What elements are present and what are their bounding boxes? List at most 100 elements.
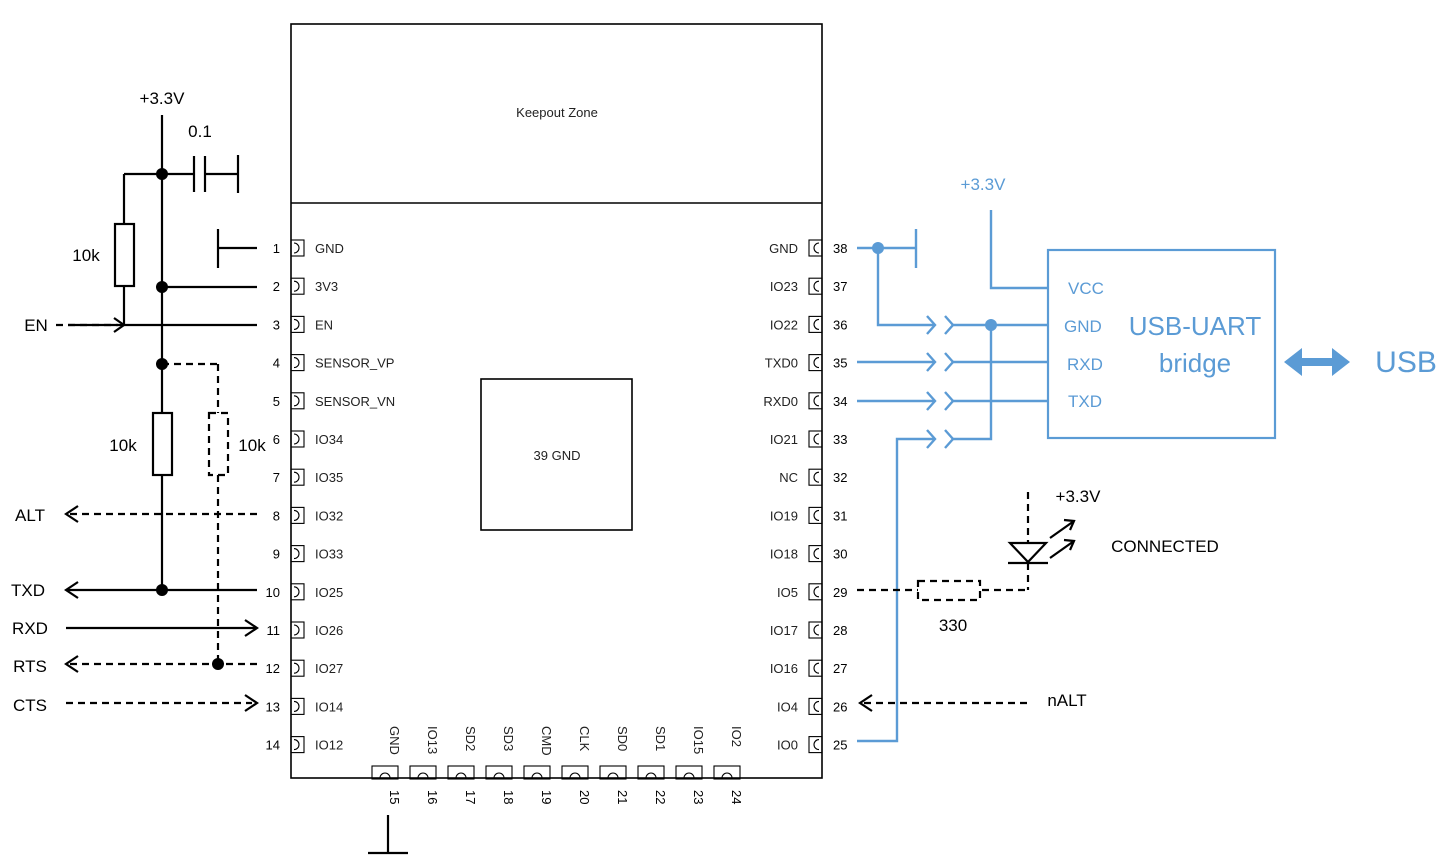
pin-pad-arc [683, 772, 695, 779]
en-signal-label: EN [24, 316, 48, 335]
pin-number: 29 [833, 585, 847, 600]
nalt-arrow [858, 694, 873, 712]
pin-pad-arc [813, 242, 820, 254]
junction-dot [156, 281, 168, 293]
io25-pullup-value: 10k [109, 436, 137, 455]
left-circuit: +3.3V 0.1 10k EN 10k 10k ALT [11, 89, 266, 715]
pin-pad [290, 430, 305, 448]
pin-number: 2 [273, 279, 280, 294]
pin-pad [290, 354, 305, 372]
pin-pad [808, 583, 823, 601]
pin-number: 8 [273, 508, 280, 523]
pin-name: SD3 [501, 726, 516, 751]
pin-pad-arc [293, 624, 300, 636]
bridge-box [1046, 248, 1277, 440]
pin-pad [808, 659, 823, 677]
pin-pad-arc [569, 772, 581, 779]
pin-pad [808, 468, 823, 486]
pin-pad-arc [293, 395, 300, 407]
pin-pad [808, 736, 823, 754]
pin-name: IO18 [770, 547, 798, 562]
bridge-title-line2: bridge [1159, 348, 1231, 378]
pin-pad [808, 506, 823, 524]
pin-pad [561, 765, 589, 780]
pin-name: EN [315, 317, 333, 332]
pin-pad [808, 621, 823, 639]
pin-pad [523, 765, 551, 780]
pin-pad-arc [293, 433, 300, 445]
txd-arrow [64, 581, 79, 599]
pin-name: GND [769, 241, 798, 256]
pin-pad-arc [721, 772, 733, 779]
led-ray-1 [1049, 520, 1075, 539]
pin-pad [290, 315, 305, 333]
pin-pad-arc [293, 280, 300, 292]
pin-pad [290, 239, 305, 257]
pin-pad-arc [813, 586, 820, 598]
pin-pad [485, 765, 513, 780]
led-resistor [916, 579, 982, 602]
pin-number: 7 [273, 470, 280, 485]
junction-dot [156, 168, 168, 180]
pin-name: SENSOR_VN [315, 394, 395, 409]
pin-pad [637, 765, 665, 780]
pin-pad-arc [493, 772, 505, 779]
pin-number: 1 [273, 241, 280, 256]
pin-pad [808, 277, 823, 295]
usb-arrow-head-left [1284, 348, 1302, 376]
junction-dot [156, 584, 168, 596]
pin-pad [808, 354, 823, 372]
pin-number: 25 [833, 738, 847, 753]
cts-signal-label: CTS [13, 696, 47, 715]
pin-pad-arc [813, 280, 820, 292]
pin-pad-arc [293, 586, 300, 598]
pin-pad-arc [293, 700, 300, 712]
center-pad-label: 39 GND [534, 448, 581, 463]
pin-number: 37 [833, 279, 847, 294]
pin-name: SD0 [615, 726, 630, 751]
pin-number: 14 [266, 738, 280, 753]
pin-pad [290, 392, 305, 410]
bridge-pin-rxd: RXD [1067, 355, 1103, 374]
pin-name: IO17 [770, 623, 798, 638]
pin-pad-arc [813, 395, 820, 407]
pin-name: IO26 [315, 623, 343, 638]
pin-pad [808, 239, 823, 257]
pin-number: 31 [833, 508, 847, 523]
led-ray-2-head [1063, 538, 1076, 551]
pin-name: IO33 [315, 547, 343, 562]
io25-pullup-resistor [151, 411, 174, 477]
led-circuit: +3.3V CONNECTED 330 nALT [857, 487, 1219, 712]
pin-number: 6 [273, 432, 280, 447]
bridge-pin-vcc: VCC [1068, 279, 1104, 298]
pin-pad [290, 468, 305, 486]
pin-name: NC [779, 470, 798, 485]
pin-pad-arc [293, 471, 300, 483]
module-pin-left: 8 IO32 [273, 506, 343, 524]
pin-name: IO15 [691, 726, 706, 754]
pin-pad [290, 545, 305, 563]
pin-name: SD2 [463, 726, 478, 751]
bridge-pin-gnd: GND [1064, 317, 1102, 336]
pin-name: SD1 [653, 726, 668, 751]
pin-pad [599, 765, 627, 780]
pin-number: 36 [833, 317, 847, 332]
pin-name: IO13 [425, 726, 440, 754]
pin-name: IO32 [315, 508, 343, 523]
